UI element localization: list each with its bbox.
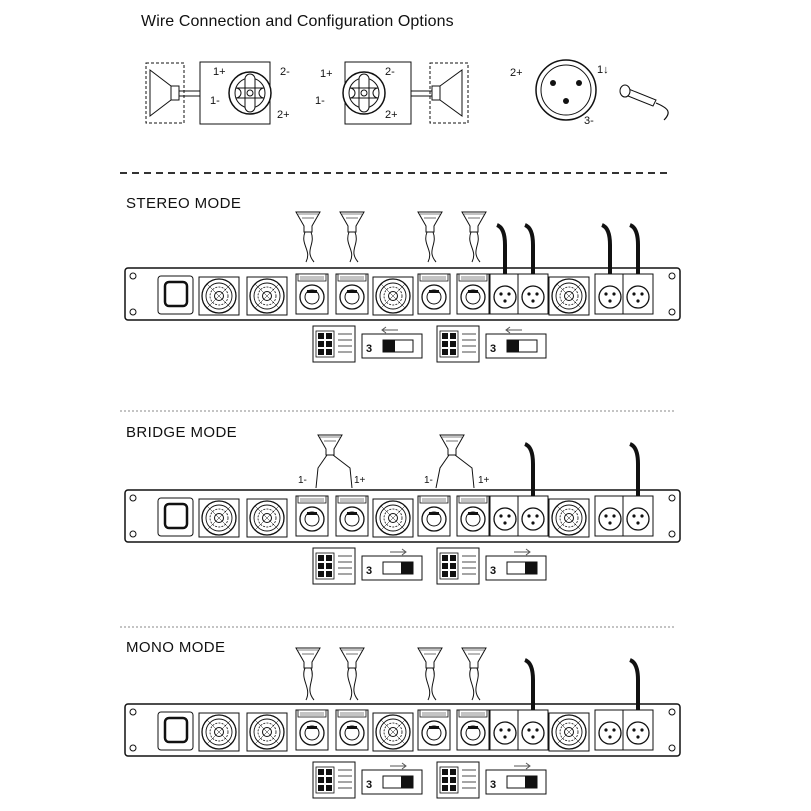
left-pin-2plus: 2+ bbox=[277, 109, 290, 121]
bridge-rack-panel bbox=[124, 489, 681, 543]
left-speakon-connector-icon bbox=[228, 71, 272, 115]
right-pin-2plus: 2+ bbox=[385, 109, 398, 121]
microphone-icon bbox=[619, 84, 669, 121]
right-speaker-icon bbox=[411, 62, 469, 124]
right-pin-1minus: 1- bbox=[315, 95, 325, 107]
left-pin-1plus: 1+ bbox=[213, 66, 226, 78]
bridge-label-1plus-a: 1+ bbox=[354, 475, 366, 486]
left-pin-2minus: 2- bbox=[280, 66, 290, 78]
mono-rack-panel bbox=[124, 703, 681, 757]
bridge-speakers: 1- 1+ 1- 1+ bbox=[298, 434, 490, 489]
mono-switch-label-2: 3 bbox=[490, 779, 496, 791]
mono-speakers bbox=[295, 647, 487, 701]
bridge-dip-switches: 3 3 bbox=[312, 547, 547, 585]
bridge-label-1plus-b: 1+ bbox=[478, 475, 490, 486]
stereo-speakers bbox=[295, 211, 487, 263]
stereo-mode-title: STEREO MODE bbox=[126, 195, 242, 212]
bridge-label-1minus-b: 1- bbox=[424, 475, 433, 486]
bridge-mode-title: BRIDGE MODE bbox=[126, 424, 238, 441]
wiring-options-illustration: 1+ 2- 1- 2+ 1+ 2- 1- 2+ bbox=[145, 59, 669, 127]
xlr-connector-icon bbox=[535, 59, 597, 121]
left-pin-1minus: 1- bbox=[210, 95, 220, 107]
stereo-dip-switches: 3 3 bbox=[312, 325, 547, 363]
right-pin-1plus: 1+ bbox=[320, 68, 333, 80]
xlr-pin-1: 1↓ bbox=[597, 64, 609, 76]
stereo-switch-label-1: 3 bbox=[366, 343, 372, 355]
page-title: Wire Connection and Configuration Option… bbox=[141, 13, 454, 30]
xlr-pin-2plus: 2+ bbox=[510, 67, 523, 79]
bridge-switch-label-2: 3 bbox=[490, 565, 496, 577]
bridge-switch-label-1: 3 bbox=[366, 565, 372, 577]
stereo-rack-panel bbox=[124, 267, 681, 321]
mono-switch-label-1: 3 bbox=[366, 779, 372, 791]
stereo-xlr-cables bbox=[496, 223, 640, 274]
xlr-pin-3minus: 3- bbox=[584, 115, 594, 127]
stereo-switch-label-2: 3 bbox=[490, 343, 496, 355]
mono-xlr-cables bbox=[524, 658, 640, 710]
mono-dip-switches: 3 3 bbox=[312, 761, 547, 799]
bridge-xlr-cables bbox=[524, 442, 640, 496]
bridge-label-1minus-a: 1- bbox=[298, 475, 307, 486]
mono-mode-title: MONO MODE bbox=[126, 639, 226, 656]
right-speakon-connector-icon bbox=[342, 71, 386, 115]
left-speaker-icon bbox=[145, 62, 200, 124]
right-pin-2minus: 2- bbox=[385, 66, 395, 78]
